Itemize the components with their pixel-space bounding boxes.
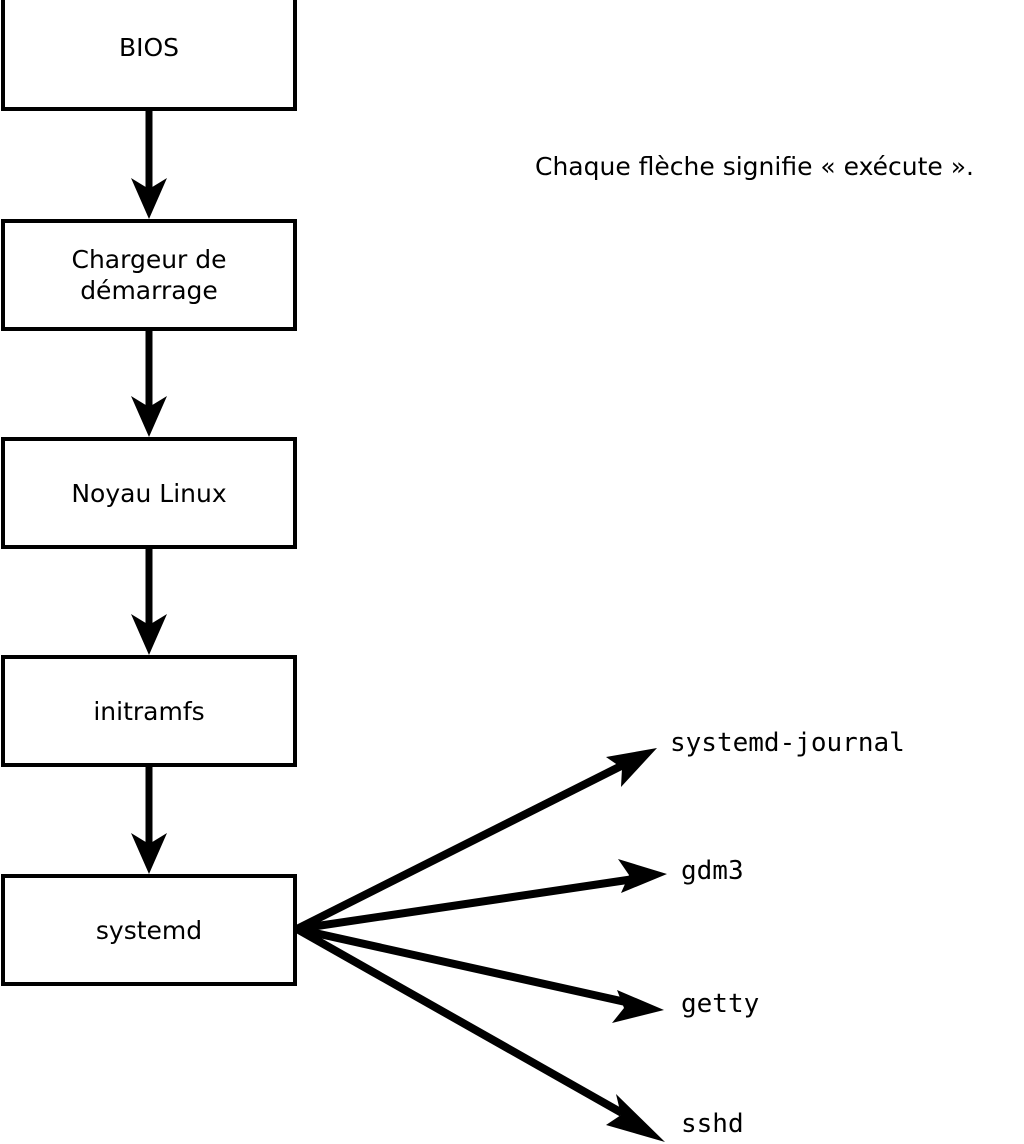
arrow-systemd-to-gdm3 bbox=[296, 859, 667, 933]
arrow-bootloader-to-kernel bbox=[131, 330, 167, 437]
node-systemd[interactable]: systemd bbox=[1, 874, 297, 986]
arrow-systemd-to-getty bbox=[296, 925, 664, 1023]
arrow-systemd-to-sshd bbox=[295, 925, 665, 1142]
service-label-getty[interactable]: getty bbox=[681, 989, 760, 1019]
node-systemd-label: systemd bbox=[95, 915, 203, 945]
service-label-systemd-journal[interactable]: systemd-journal bbox=[670, 728, 905, 758]
service-label-sshd[interactable]: sshd bbox=[681, 1109, 744, 1139]
arrow-kernel-to-initramfs bbox=[131, 549, 167, 655]
node-kernel[interactable]: Noyau Linux bbox=[1, 437, 297, 549]
node-bootloader[interactable]: Chargeur de démarrage bbox=[1, 219, 297, 331]
service-label-gdm3[interactable]: gdm3 bbox=[681, 856, 744, 886]
node-bootloader-label: Chargeur de démarrage bbox=[71, 245, 227, 305]
arrow-systemd-to-systemd-journal bbox=[295, 748, 657, 933]
node-bios-label: BIOS bbox=[118, 33, 180, 62]
diagram-caption: Chaque flèche signifie « exécute ». bbox=[535, 152, 974, 181]
node-initramfs-label: initramfs bbox=[93, 696, 205, 726]
arrow-initramfs-to-systemd bbox=[131, 766, 167, 874]
node-kernel-label: Noyau Linux bbox=[71, 478, 227, 508]
arrow-bios-to-bootloader bbox=[131, 110, 167, 219]
node-initramfs[interactable]: initramfs bbox=[1, 655, 297, 767]
node-bios[interactable]: BIOS bbox=[1, 0, 297, 111]
